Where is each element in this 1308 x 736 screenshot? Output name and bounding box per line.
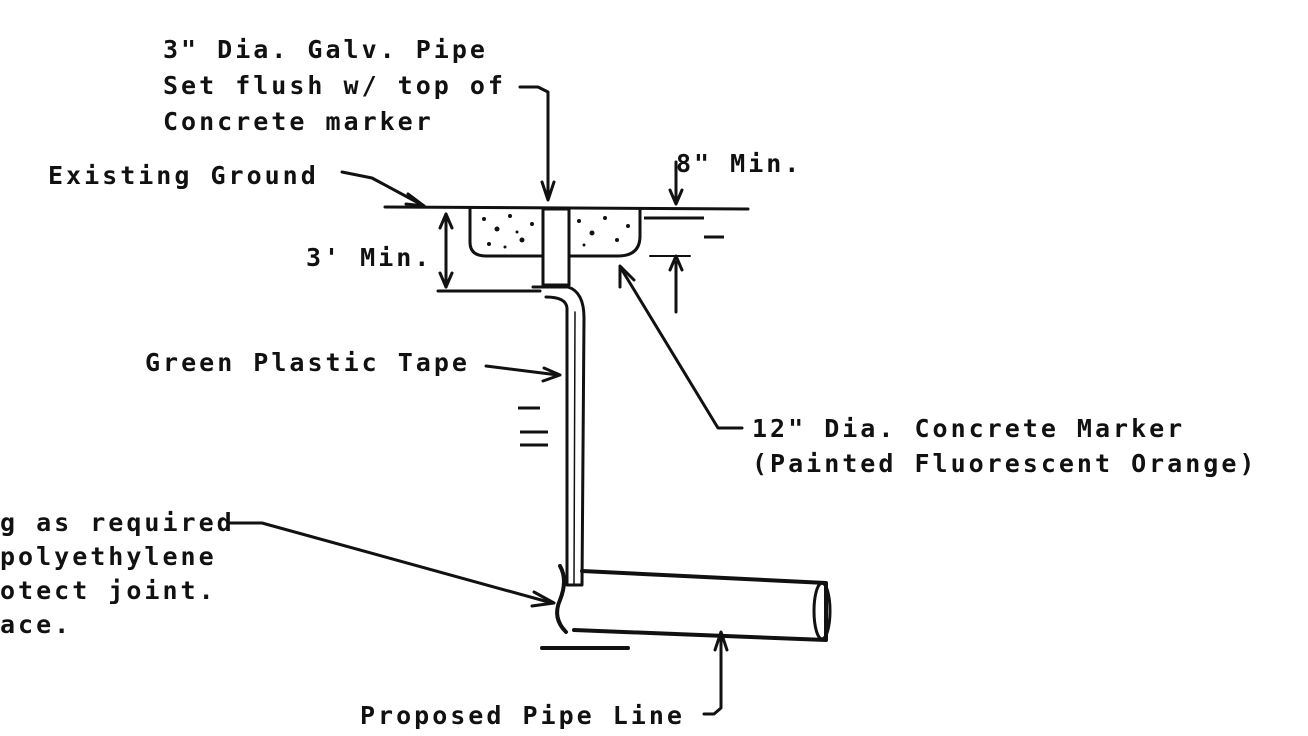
concrete-marker-right [567, 207, 642, 258]
pipe-callout-arrow [540, 180, 556, 202]
concrete-marker-left [468, 207, 545, 258]
green-plastic-tape [531, 285, 586, 587]
pipe-end-ellipse [812, 581, 832, 641]
eight-min-label: 8" Min. [676, 149, 802, 178]
ground-callout-leader [340, 170, 426, 208]
pipe-callout-leader [518, 85, 550, 198]
ground-callout-arrow [404, 192, 426, 208]
three-min-label: 3' Min. [306, 243, 432, 272]
proposed-pipe [572, 569, 828, 642]
tape-centerline [573, 311, 576, 585]
marker-label-line2: (Painted Fluorescent Orange) [752, 449, 1257, 478]
three-min-dimension [436, 212, 542, 293]
marker-callout-arrow [618, 264, 636, 289]
galvanized-pipe [541, 207, 571, 287]
tape-joint-wrap [555, 564, 568, 634]
tape-callout-leader [484, 364, 560, 377]
green-tape-label: Green Plastic Tape [145, 348, 470, 377]
wrap-callout-arrow [530, 590, 556, 608]
wrap-callout-leader [228, 521, 554, 605]
pipe-label-line2: Set flush w/ top of [163, 71, 506, 100]
wrap-label-line2: polyethylene [0, 542, 217, 571]
pipe-label-line1: 3" Dia. Galv. Pipe [163, 35, 488, 64]
concrete-aggregate-dots [482, 214, 630, 249]
scan-hatch-marks [518, 216, 724, 447]
wrap-label-line4: ace. [0, 610, 72, 639]
wrap-label-line3: otect joint. [0, 576, 217, 605]
existing-ground-label: Existing Ground [48, 161, 319, 190]
tape-callout-arrow [541, 366, 562, 383]
marker-callout-leader [620, 268, 744, 430]
marker-label-line1: 12" Dia. Concrete Marker [752, 414, 1185, 443]
proposed-pipe-label: Proposed Pipe Line [360, 701, 685, 730]
pipe-label-line3: Concrete marker [163, 107, 434, 136]
pipeline-callout-leader [702, 634, 723, 716]
pipeline-callout-arrow [713, 630, 729, 652]
eight-min-dimension [649, 160, 691, 314]
wrap-label-line1: g as required [0, 508, 235, 537]
